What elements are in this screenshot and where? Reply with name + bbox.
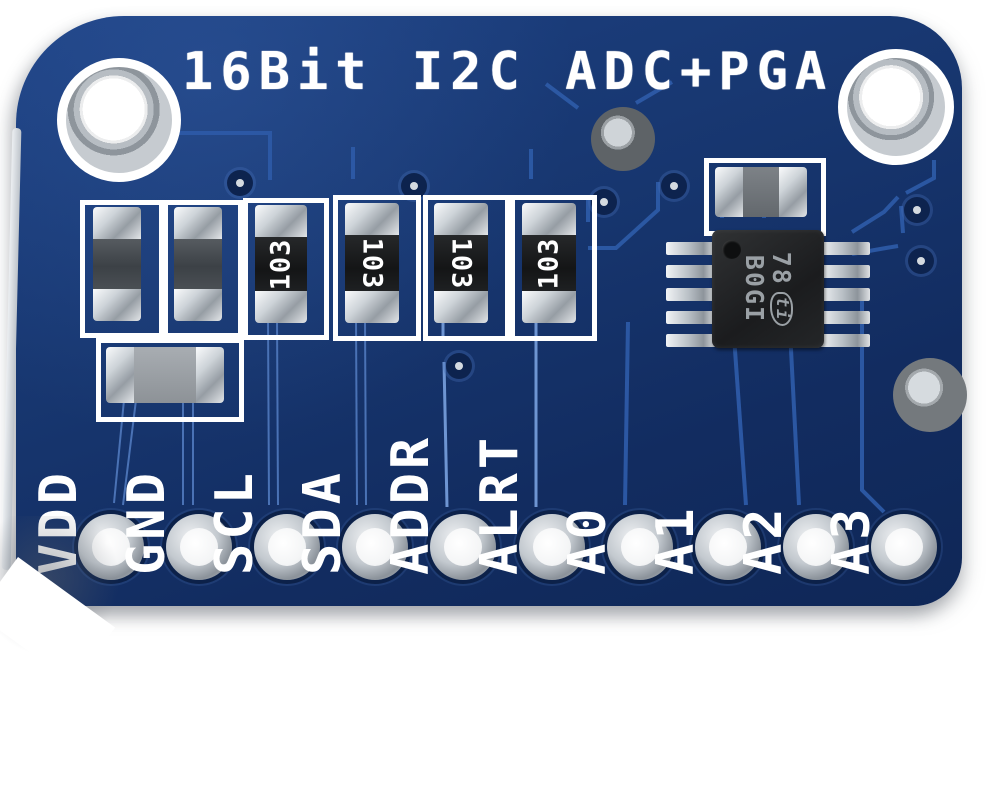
via	[446, 353, 472, 379]
ic-pin	[820, 265, 870, 278]
solder-end	[93, 289, 141, 321]
solder-end	[434, 291, 488, 323]
solder-end	[345, 291, 399, 323]
ic-pin	[666, 288, 716, 301]
silkscreen-box-c1	[80, 200, 164, 338]
solder-end	[255, 291, 307, 323]
ic-pin	[820, 288, 870, 301]
capacitor-body	[743, 167, 779, 217]
ic-pin	[820, 311, 870, 324]
pin-label-gnd: GND	[117, 469, 177, 575]
ic-pin	[666, 265, 716, 278]
resistor-1: 103	[255, 205, 307, 323]
solder-end	[434, 203, 488, 235]
capacitor-body	[134, 347, 196, 403]
ti-logo: ti	[770, 291, 793, 327]
via	[904, 197, 930, 223]
pin-label-a1: A1	[646, 504, 706, 575]
via	[227, 170, 253, 196]
resistor-body: 103	[345, 235, 399, 291]
ic-pin	[666, 334, 716, 347]
mounting-hole-top-left	[57, 58, 181, 182]
ic-body: 78 ti B0GI	[712, 230, 824, 348]
pin-label-scl: SCL	[205, 469, 265, 575]
silkscreen-box-r3	[423, 195, 510, 341]
resistor-marking: 103	[356, 237, 388, 289]
pin-label-a0: A0	[558, 504, 618, 575]
ic-marking-bottom: B0GI	[740, 254, 769, 324]
pin-label-a3: A3	[822, 504, 882, 575]
pin-hole-sda	[342, 514, 408, 580]
solder-end	[174, 207, 222, 239]
ic-pin1-dot	[722, 240, 741, 259]
silkscreen-box-r2	[333, 195, 421, 341]
pin-hole-a2	[783, 514, 849, 580]
ic-pin	[820, 242, 870, 255]
silkscreen-box-c3	[96, 338, 244, 422]
pcb-board: 16Bit I2C ADC+PGA	[16, 16, 967, 606]
resistor-marking: 103	[265, 238, 297, 290]
solder-end	[522, 291, 576, 323]
copper-traces	[113, 80, 936, 514]
pin-hole-alrt	[519, 514, 585, 580]
pin-hole-vdd	[78, 514, 144, 580]
resistor-body: 103	[255, 237, 307, 291]
test-pad-top	[591, 107, 655, 171]
capacitor-body	[93, 239, 141, 289]
silkscreen-box-r1	[243, 198, 329, 340]
ic-pin	[666, 242, 716, 255]
mounting-hole-top-right	[838, 49, 954, 165]
solder-end	[779, 167, 807, 217]
silkscreen-box-c2	[163, 200, 243, 338]
solder-end	[522, 203, 576, 235]
capacitor-4	[715, 167, 807, 217]
adc-ic-chip: 78 ti B0GI	[666, 230, 870, 348]
via	[661, 173, 687, 199]
resistor-2: 103	[345, 203, 399, 323]
resistor-body: 103	[434, 235, 488, 291]
solder-end	[174, 289, 222, 321]
ic-pin	[820, 334, 870, 347]
resistor-marking: 103	[445, 237, 477, 289]
pin-label-addr: ADDR	[381, 433, 441, 575]
resistor-marking: 103	[533, 237, 565, 289]
solder-end	[715, 167, 743, 217]
pin-label-alrt: ALRT	[470, 433, 530, 575]
pin-label-a2: A2	[734, 504, 794, 575]
solder-end	[93, 207, 141, 239]
ic-pin	[666, 311, 716, 324]
pin-label-sda: SDA	[293, 469, 353, 575]
solder-end	[255, 205, 307, 237]
pin-hole-gnd	[166, 514, 232, 580]
silkscreen-box-r4	[510, 195, 597, 341]
solder-end	[106, 347, 134, 403]
ic-marking: 78 ti B0GI	[709, 233, 827, 345]
pin-hole-a0	[607, 514, 673, 580]
solder-end	[345, 203, 399, 235]
pin-hole-a3	[871, 514, 937, 580]
solder-end	[196, 347, 224, 403]
ic-marking-top: 78	[767, 251, 796, 286]
capacitor-3	[106, 347, 224, 403]
capacitor-body	[174, 239, 222, 289]
resistor-3: 103	[434, 203, 488, 323]
resistor-4: 103	[522, 203, 576, 323]
pin-hole-addr	[430, 514, 496, 580]
via	[401, 173, 427, 199]
capacitor-1	[93, 207, 141, 321]
test-pad-right	[893, 358, 967, 432]
board-title-silkscreen: 16Bit I2C ADC+PGA	[182, 42, 834, 102]
via	[908, 248, 934, 274]
pin-hole-a1	[695, 514, 761, 580]
pin-hole-scl	[254, 514, 320, 580]
resistor-body: 103	[522, 235, 576, 291]
capacitor-2	[174, 207, 222, 321]
